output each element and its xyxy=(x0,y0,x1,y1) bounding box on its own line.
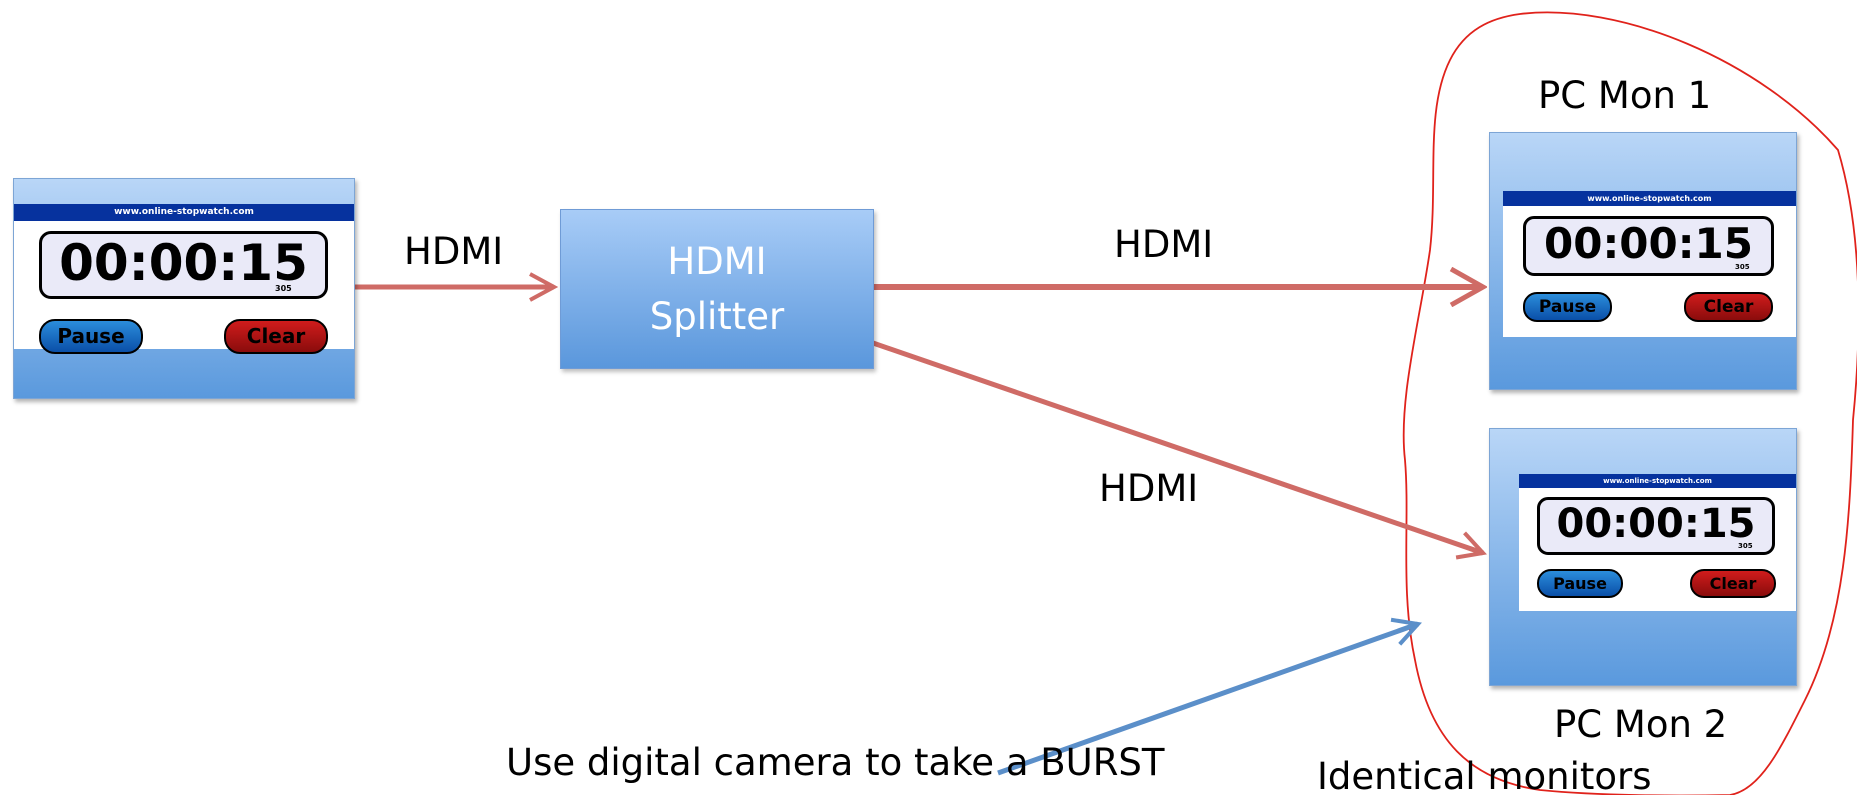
stopwatch-time: 00:00:15 xyxy=(1544,219,1753,268)
hdmi-link-splitter-mon2 xyxy=(872,340,1483,553)
camera-note: Use digital camera to take a BURST xyxy=(506,741,1165,784)
stopwatch-url: www.online-stopwatch.com xyxy=(1503,191,1796,206)
monitor2-stopwatch: www.online-stopwatch.com 00:00:15 305 Pa… xyxy=(1519,474,1796,611)
pause-button[interactable]: Pause xyxy=(39,319,143,354)
clear-button[interactable]: Clear xyxy=(224,319,328,354)
identical-monitors-note: Identical monitors xyxy=(1317,755,1652,798)
monitor1: www.online-stopwatch.com 00:00:15 305 Pa… xyxy=(1489,132,1797,390)
stopwatch-time: 00:00:15 xyxy=(1556,501,1756,547)
splitter-label-line2: Splitter xyxy=(649,295,785,338)
pause-button[interactable]: Pause xyxy=(1523,292,1612,322)
pause-button[interactable]: Pause xyxy=(1537,569,1623,598)
monitor1-label: PC Mon 1 xyxy=(1538,74,1712,117)
monitors-group-outline xyxy=(1402,11,1857,795)
stopwatch-subsecond: 305 xyxy=(1735,263,1750,271)
stopwatch-url: www.online-stopwatch.com xyxy=(14,204,354,221)
splitter-label-line1: HDMI xyxy=(667,240,767,283)
source-stopwatch: www.online-stopwatch.com 00:00:15 305 Pa… xyxy=(14,204,354,354)
hdmi-label-mon1: HDMI xyxy=(1114,223,1214,266)
source-monitor: www.online-stopwatch.com 00:00:15 305 Pa… xyxy=(13,178,355,399)
hdmi-splitter: HDMI Splitter xyxy=(560,209,874,369)
monitor2: www.online-stopwatch.com 00:00:15 305 Pa… xyxy=(1489,428,1797,686)
stopwatch-time: 00:00:15 xyxy=(59,234,308,292)
monitor2-label: PC Mon 2 xyxy=(1554,703,1728,746)
stopwatch-subsecond: 305 xyxy=(275,284,292,293)
camera-arrow xyxy=(997,624,1418,776)
clear-button[interactable]: Clear xyxy=(1684,292,1773,322)
monitor1-stopwatch: www.online-stopwatch.com 00:00:15 305 Pa… xyxy=(1503,191,1796,337)
stopwatch-url: www.online-stopwatch.com xyxy=(1519,474,1796,488)
stopwatch-time-display: 00:00:15 xyxy=(1523,216,1774,276)
hdmi-label-mon2: HDMI xyxy=(1099,467,1199,510)
clear-button[interactable]: Clear xyxy=(1690,569,1776,598)
stopwatch-time-display: 00:00:15 xyxy=(39,231,328,299)
stopwatch-time-display: 00:00:15 xyxy=(1537,497,1775,555)
hdmi-label-source: HDMI xyxy=(404,230,504,273)
stopwatch-subsecond: 305 xyxy=(1738,542,1753,550)
